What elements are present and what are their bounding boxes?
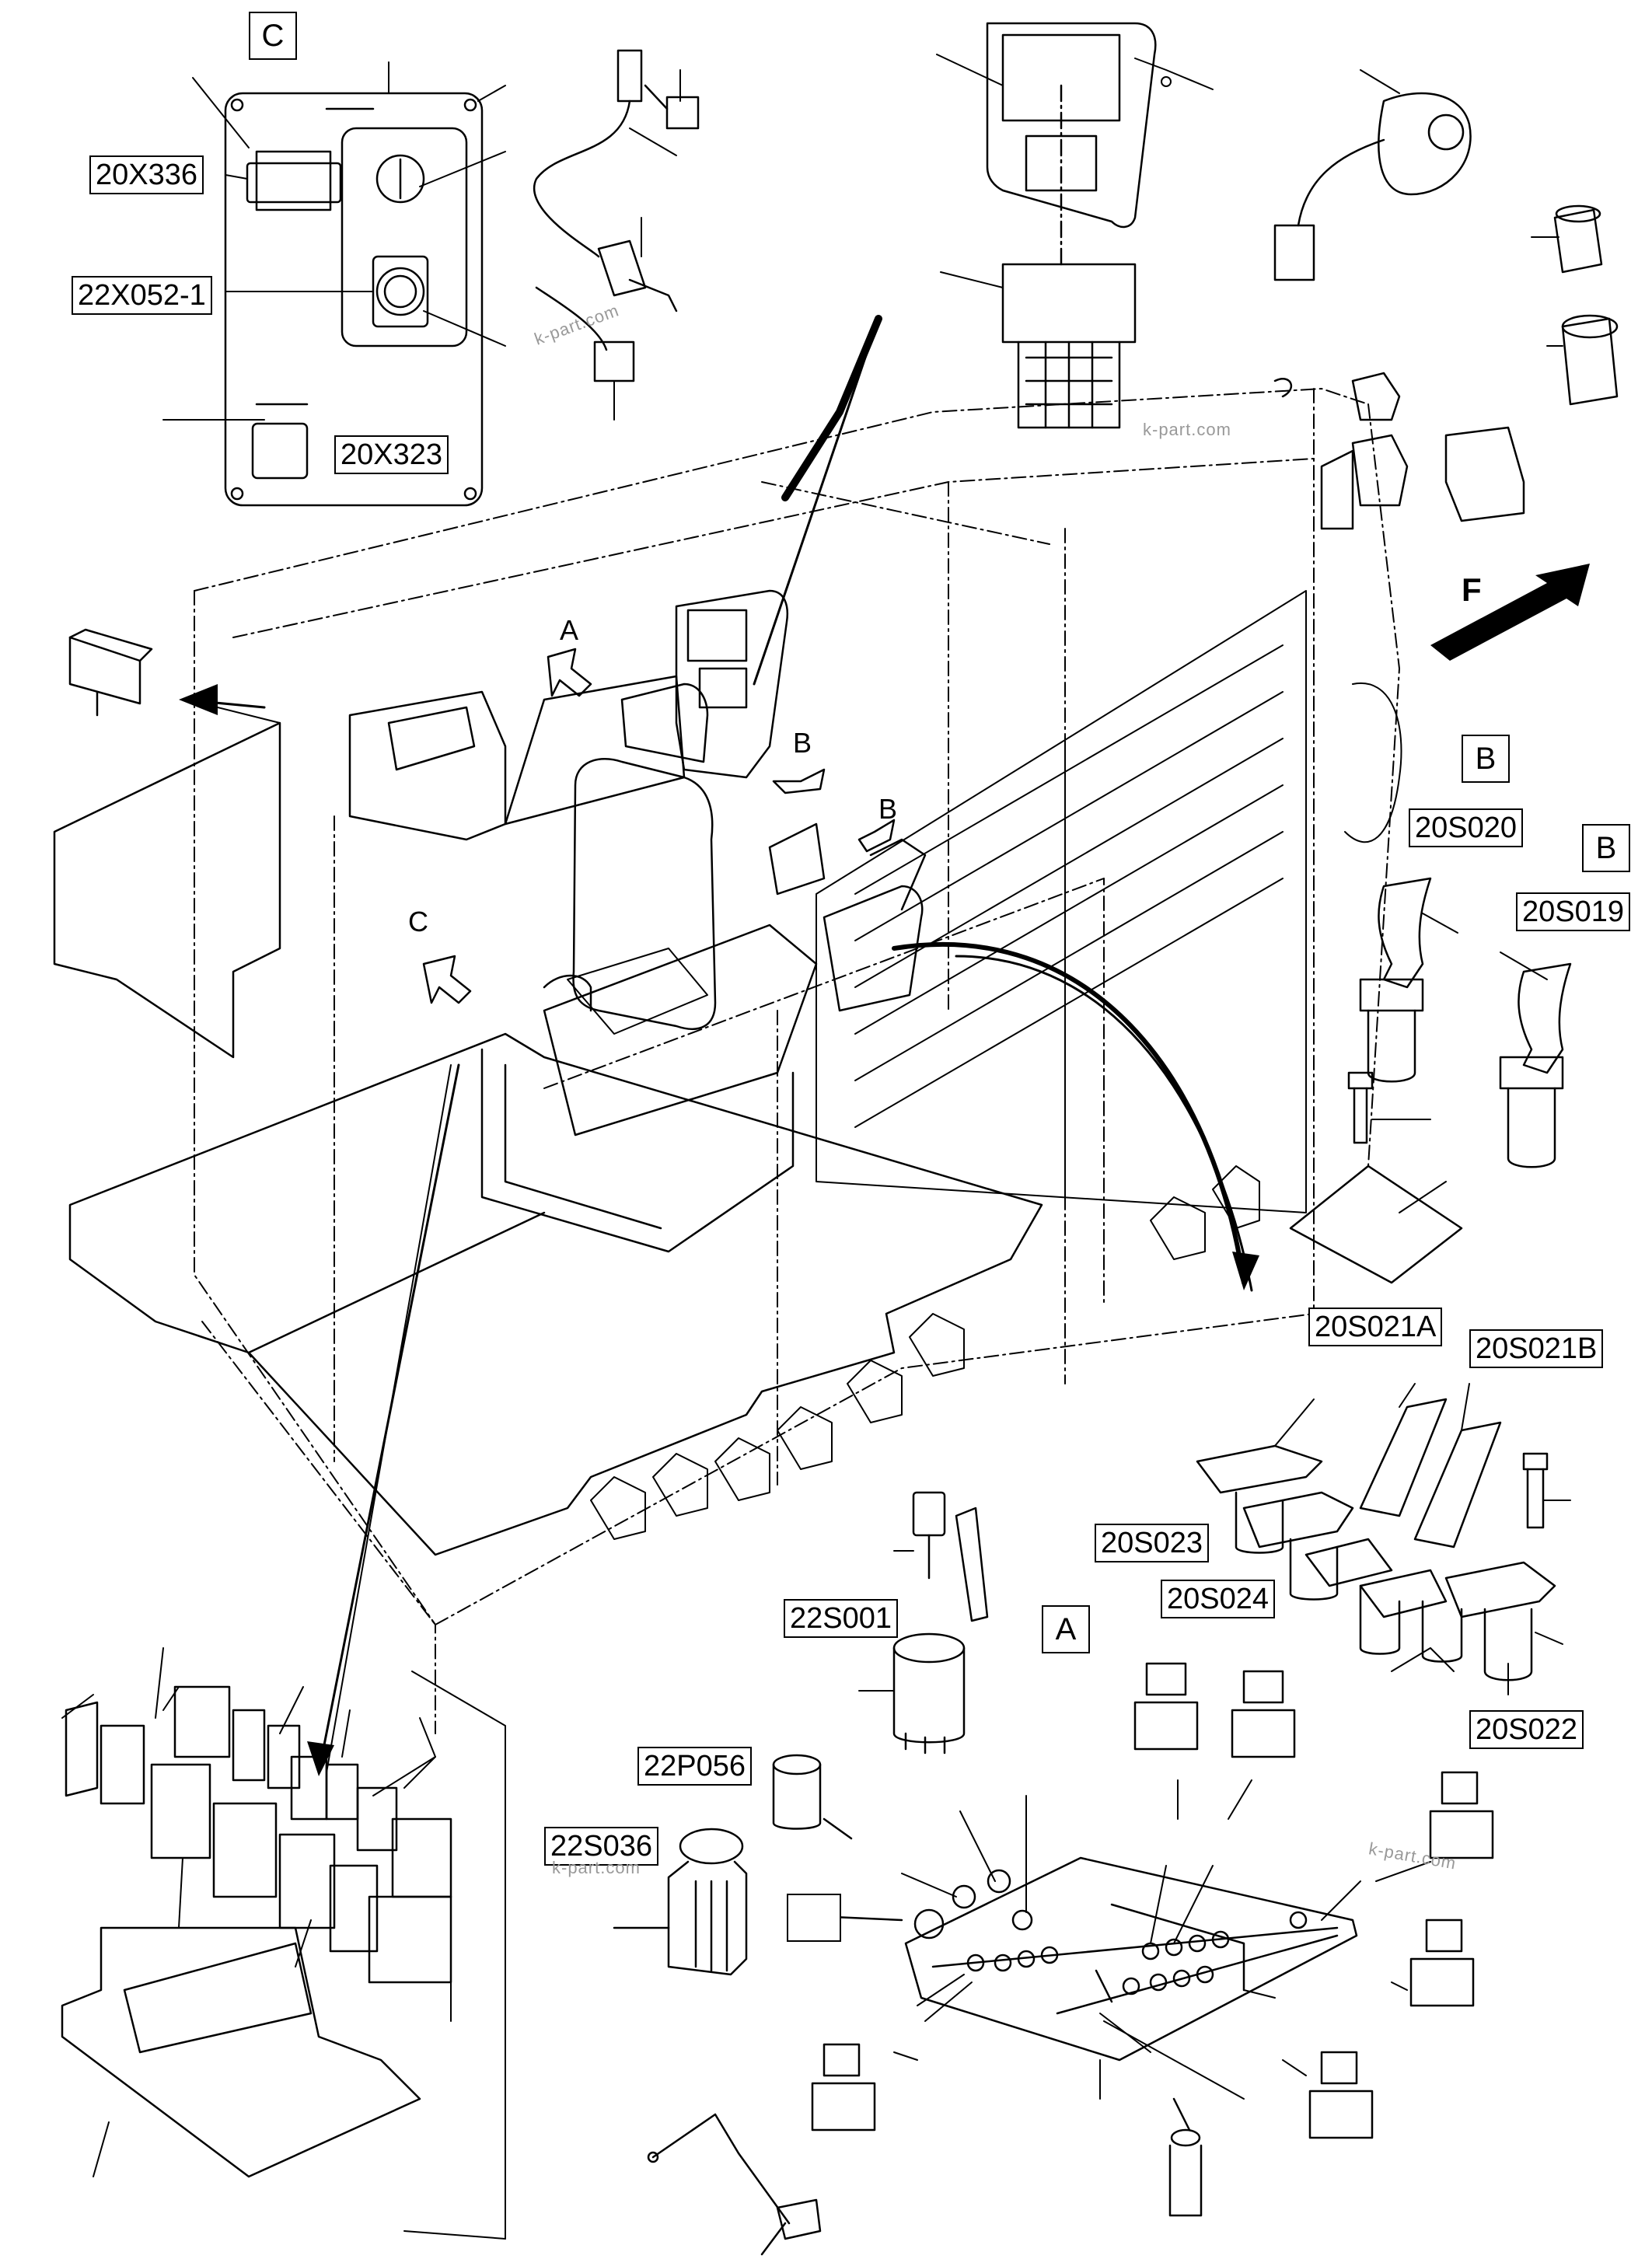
left-wall xyxy=(53,721,281,1059)
small-box-tl xyxy=(68,628,153,717)
watermark-2: k-part.com xyxy=(1143,420,1231,439)
upper-right-parts xyxy=(1273,92,1619,530)
leaders-panel-c xyxy=(162,61,506,421)
label-20x323: 20X323 xyxy=(334,435,449,474)
label-20s019: 20S019 xyxy=(1516,892,1631,931)
leaders-pedals xyxy=(1274,1383,1571,1695)
label-20x336: 20X336 xyxy=(89,155,204,194)
label-22x052-1: 22X052-1 xyxy=(72,276,212,315)
arrow-head-left xyxy=(179,684,218,715)
seat-assembly xyxy=(480,683,927,1253)
leaders-joysticks xyxy=(1422,913,1548,980)
leaders-key-switch xyxy=(858,1550,914,1692)
forward-label: F xyxy=(1462,571,1482,608)
relay-box xyxy=(61,1685,452,2178)
seat-control-pad xyxy=(567,948,708,1035)
leaders-switch-panel xyxy=(901,1795,1361,2100)
view-a-box: A xyxy=(1042,1605,1090,1653)
label-20s024: 20S024 xyxy=(1161,1580,1276,1618)
joysticks xyxy=(1359,877,1572,1168)
floor-brackets xyxy=(590,1165,1260,1540)
estop-22s036 xyxy=(613,1828,748,1976)
view-b-box-1: B xyxy=(1462,735,1510,783)
pedals xyxy=(1196,1398,1556,1681)
forward-arrow xyxy=(1430,564,1590,661)
label-20s022: 20S022 xyxy=(1469,1710,1584,1749)
leaders-rocker xyxy=(893,1779,1431,2076)
arrow-letter-b1: B xyxy=(793,727,812,759)
big-arrow-curves xyxy=(181,315,1253,1774)
label-20s021a: 20S021A xyxy=(1308,1308,1443,1346)
arrow-letter-c: C xyxy=(408,906,428,937)
cable-harness xyxy=(533,49,700,382)
arrow-head-curve xyxy=(1232,1252,1259,1290)
display-module xyxy=(986,22,1157,429)
switch-panel-a xyxy=(815,1856,1358,2062)
toggle-switch xyxy=(1168,2097,1203,2217)
bolt-plate xyxy=(1289,1071,1463,1284)
right-wall xyxy=(816,590,1402,1213)
lever xyxy=(647,2113,822,2256)
watermark-3: k-part.com xyxy=(552,1858,641,1877)
key-switch xyxy=(892,1491,989,1754)
label-20s021b: 20S021B xyxy=(1469,1329,1604,1368)
label-20s023: 20S023 xyxy=(1095,1524,1210,1562)
small-arrows xyxy=(422,648,896,1004)
front-console xyxy=(348,589,788,841)
arrow-letter-a: A xyxy=(560,614,579,646)
leaders-bolt-plate xyxy=(1371,1119,1447,1213)
arrow-letter-b2: B xyxy=(878,793,898,825)
leaders-relay-box xyxy=(61,1647,506,2240)
leaders-display xyxy=(936,54,1214,288)
leaders-harness xyxy=(613,69,681,421)
arrow-head-down xyxy=(307,1741,334,1776)
leaders-upper-right xyxy=(1360,69,1563,347)
view-b-box-2: B xyxy=(1582,824,1630,872)
indicator-22p056 xyxy=(772,1754,853,1840)
label-22s001: 22S001 xyxy=(784,1599,899,1638)
rocker-switches xyxy=(811,1662,1494,2139)
label-20s020: 20S020 xyxy=(1409,808,1524,847)
label-22p056: 22P056 xyxy=(637,1747,753,1786)
cab-outline xyxy=(194,388,1400,1734)
floor-plate xyxy=(68,1032,1043,1556)
view-c-box: C xyxy=(249,12,297,60)
label-22s036: 22S036 xyxy=(544,1827,659,1866)
blank-label-box xyxy=(787,1894,841,1942)
